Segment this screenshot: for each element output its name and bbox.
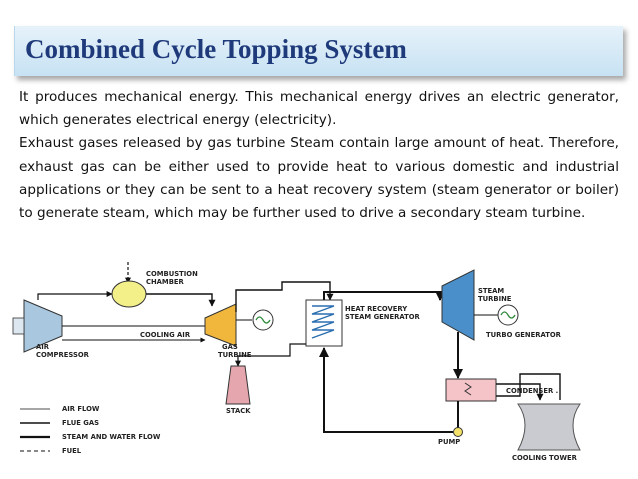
air-compressor-label-2: COMPRESSOR (36, 351, 90, 359)
flue-gas-line (235, 281, 334, 312)
gas-turbine (204, 303, 237, 347)
cooling-tower (517, 403, 581, 451)
steam-line (323, 291, 445, 301)
hrsg-coil-icon (311, 305, 335, 339)
hrsg-label-1: HEAT RECOVERY (345, 305, 407, 313)
paragraph-1: It produces mechanical energy. This mech… (19, 89, 619, 129)
cooling-tower-label: COOLING TOWER (512, 454, 578, 462)
gas-turbine-label-2: TURBINE (218, 351, 252, 359)
legend-steam-water-label: STEAM AND WATER FLOW (62, 433, 161, 441)
chamber-to-turbine-line (146, 293, 216, 307)
legend: AIR FLOW FLUE GAS STEAM AND WATER FLOW F… (20, 405, 161, 455)
steam-turbine-label-2: TURBINE (478, 295, 512, 303)
combustion-chamber-label-1: COMBUSTION (146, 270, 198, 278)
legend-air-flow-label: AIR FLOW (62, 405, 100, 413)
combustion-chamber-label-2: CHAMBER (146, 278, 185, 286)
turbo-generator-label: TURBO GENERATOR (486, 331, 562, 339)
slide-title: Combined Cycle Topping System (25, 34, 407, 64)
hrsg-label-2: STEAM GENERATOR (345, 313, 420, 321)
legend-flue-gas-label: FLUE GAS (62, 419, 99, 427)
turbo-generator-sine-icon (500, 311, 516, 319)
cooling-water-line (496, 383, 544, 401)
air-compressor-label-1: AIR (36, 343, 50, 351)
cooling-air-label: COOLING AIR (140, 331, 191, 339)
combustion-chamber (111, 280, 147, 308)
paragraph-2: Exhaust gases released by gas turbine St… (19, 135, 619, 222)
hrsg (305, 299, 343, 347)
condenser (445, 378, 497, 402)
feedwater-line (319, 347, 453, 433)
air-compressor (12, 299, 63, 353)
legend-fuel-label: FUEL (62, 447, 82, 455)
hrsg-to-stack-line (235, 343, 306, 367)
stack (225, 365, 251, 405)
condenser-label: CONDENSER . (506, 387, 558, 395)
stack-label: STACK (226, 407, 251, 415)
pump-label: PUMP (438, 438, 460, 446)
body-text: It produces mechanical energy. This mech… (19, 86, 619, 225)
gas-turbine-label-1: GAS (222, 343, 238, 351)
steam-turbine (441, 269, 475, 341)
air-to-chamber-line (37, 291, 113, 300)
title-bar: Combined Cycle Topping System (14, 26, 623, 76)
pump (453, 427, 463, 437)
steam-turbine-label-1: STEAM (478, 287, 504, 295)
cooling-return-line (496, 373, 561, 400)
generator-sine-icon (255, 316, 271, 324)
